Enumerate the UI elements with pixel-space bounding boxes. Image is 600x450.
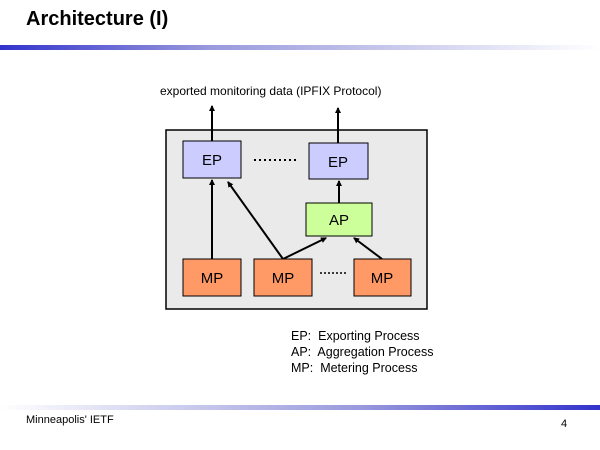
node-ap-label: AP xyxy=(329,212,349,229)
legend-item-mp: MP: Metering Process xyxy=(291,360,433,376)
node-mp1-label: MP xyxy=(201,270,224,287)
arrow-mp2-ep1 xyxy=(227,181,284,260)
arrow-mp2-ap xyxy=(282,237,327,260)
title-gradient-bar xyxy=(0,45,600,50)
legend-item-ep: EP: Exporting Process xyxy=(291,328,433,344)
footer-text: Minneapolis' IETF xyxy=(26,414,114,426)
node-ep1-label: EP xyxy=(202,152,222,169)
legend: EP: Exporting Process AP: Aggregation Pr… xyxy=(291,328,433,376)
node-mp3-label: MP xyxy=(371,270,394,287)
legend-item-ap: AP: Aggregation Process xyxy=(291,344,433,360)
slide-title: Architecture (I) xyxy=(26,8,169,30)
node-mp2-label: MP xyxy=(272,270,295,287)
node-ep2-label: EP xyxy=(328,154,348,171)
legend-abbr: EP: xyxy=(291,329,312,343)
legend-text: Metering Process xyxy=(320,361,418,375)
output-label: exported monitoring data (IPFIX Protocol… xyxy=(160,84,381,98)
node-ep2: EP xyxy=(308,142,369,180)
legend-abbr: MP: xyxy=(291,361,314,375)
node-mp1: MP xyxy=(182,258,242,297)
node-ep1: EP xyxy=(182,140,242,179)
legend-text: Aggregation Process xyxy=(317,345,434,359)
node-ap: AP xyxy=(305,202,373,237)
legend-text: Exporting Process xyxy=(318,329,420,343)
node-mp2: MP xyxy=(253,258,313,297)
node-mp3: MP xyxy=(353,258,412,297)
footer-gradient-bar xyxy=(0,405,600,410)
page-number: 4 xyxy=(561,418,568,430)
legend-abbr: AP: xyxy=(291,345,312,359)
arrow-mp3-ap xyxy=(353,237,383,260)
